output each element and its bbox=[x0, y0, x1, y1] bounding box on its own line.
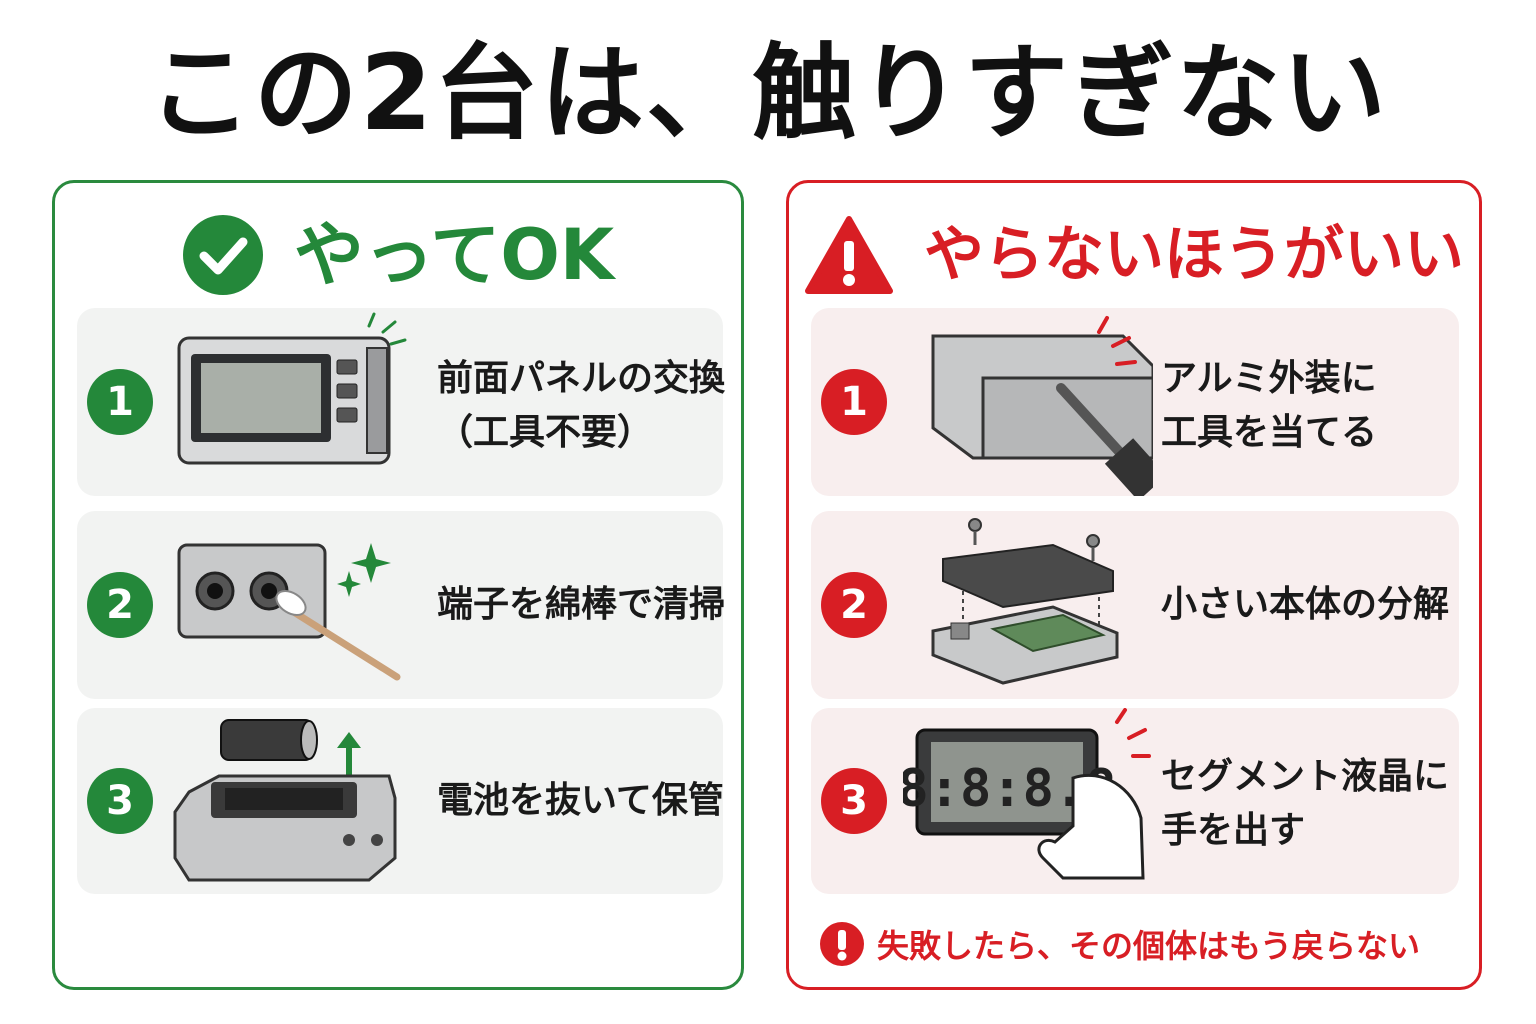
warning-triangle-icon bbox=[805, 216, 893, 294]
item-number-badge: 2 bbox=[821, 572, 887, 638]
segment-lcd-hand-illustration: 8:8:8.8 bbox=[903, 708, 1151, 880]
ok-item-3-line1: 電池を抜いて保管 bbox=[437, 780, 724, 821]
warning-text: 失敗したら、その個体はもう戻らない bbox=[877, 927, 1421, 965]
item-number-badge: 1 bbox=[87, 369, 153, 435]
ng-item-3: 3 8:8:8.8 セグメント液晶に 手を出す bbox=[811, 708, 1459, 894]
ng-item-2: 2 小さい本体の分解 bbox=[811, 511, 1459, 699]
page-title: この2台は、触りすぎない bbox=[147, 32, 1389, 154]
ng-heading: やらないほうがいい bbox=[924, 220, 1464, 290]
ng-panel: やらないほうがいい 1 アルミ外装に 工具を当てる 2 小さい本体の分 bbox=[786, 180, 1482, 990]
ok-item-2: 2 端子を綿棒で清掃 bbox=[77, 511, 726, 699]
ok-item-1-line2: （工具不要） bbox=[437, 412, 654, 453]
ng-item-3-line1: セグメント液晶に bbox=[1161, 756, 1450, 797]
front-panel-illustration bbox=[177, 312, 407, 465]
battery-removal-illustration bbox=[173, 719, 397, 882]
disassembled-body-illustration bbox=[931, 518, 1119, 685]
item-number-badge: 3 bbox=[821, 768, 887, 834]
ok-heading: やってOK bbox=[293, 214, 615, 296]
ok-panel-header: やってOK bbox=[55, 205, 741, 305]
terminal-cotton-swab-illustration bbox=[177, 543, 401, 681]
item-number-badge: 3 bbox=[87, 768, 153, 834]
ng-item-2-line1: 小さい本体の分解 bbox=[1161, 584, 1450, 625]
ok-item-2-line1: 端子を綿棒で清掃 bbox=[437, 584, 726, 625]
ng-panel-header: やらないほうがいい bbox=[789, 205, 1479, 305]
ng-item-1: 1 アルミ外装に 工具を当てる bbox=[811, 308, 1459, 496]
ok-item-3: 3 電池を抜いて保管 bbox=[77, 708, 724, 894]
aluminum-case-screwdriver-illustration bbox=[931, 316, 1153, 496]
ok-panel: やってOK 1 前面パネルの交換 （工具不要） 2 bbox=[52, 180, 744, 990]
ng-item-1-line2: 工具を当てる bbox=[1161, 412, 1378, 453]
item-number-badge: 1 bbox=[821, 369, 887, 435]
ok-item-1-line1: 前面パネルの交換 bbox=[437, 358, 726, 399]
ng-item-3-line2: 手を出す bbox=[1161, 810, 1306, 851]
exclamation-circle-icon bbox=[820, 922, 864, 966]
failure-warning: 失敗したら、その個体はもう戻らない bbox=[819, 919, 1459, 969]
checkmark-circle-icon bbox=[182, 215, 263, 295]
ok-item-1: 1 前面パネルの交換 （工具不要） bbox=[77, 308, 726, 496]
ng-item-1-line1: アルミ外装に bbox=[1161, 358, 1377, 399]
item-number-badge: 2 bbox=[87, 572, 153, 638]
